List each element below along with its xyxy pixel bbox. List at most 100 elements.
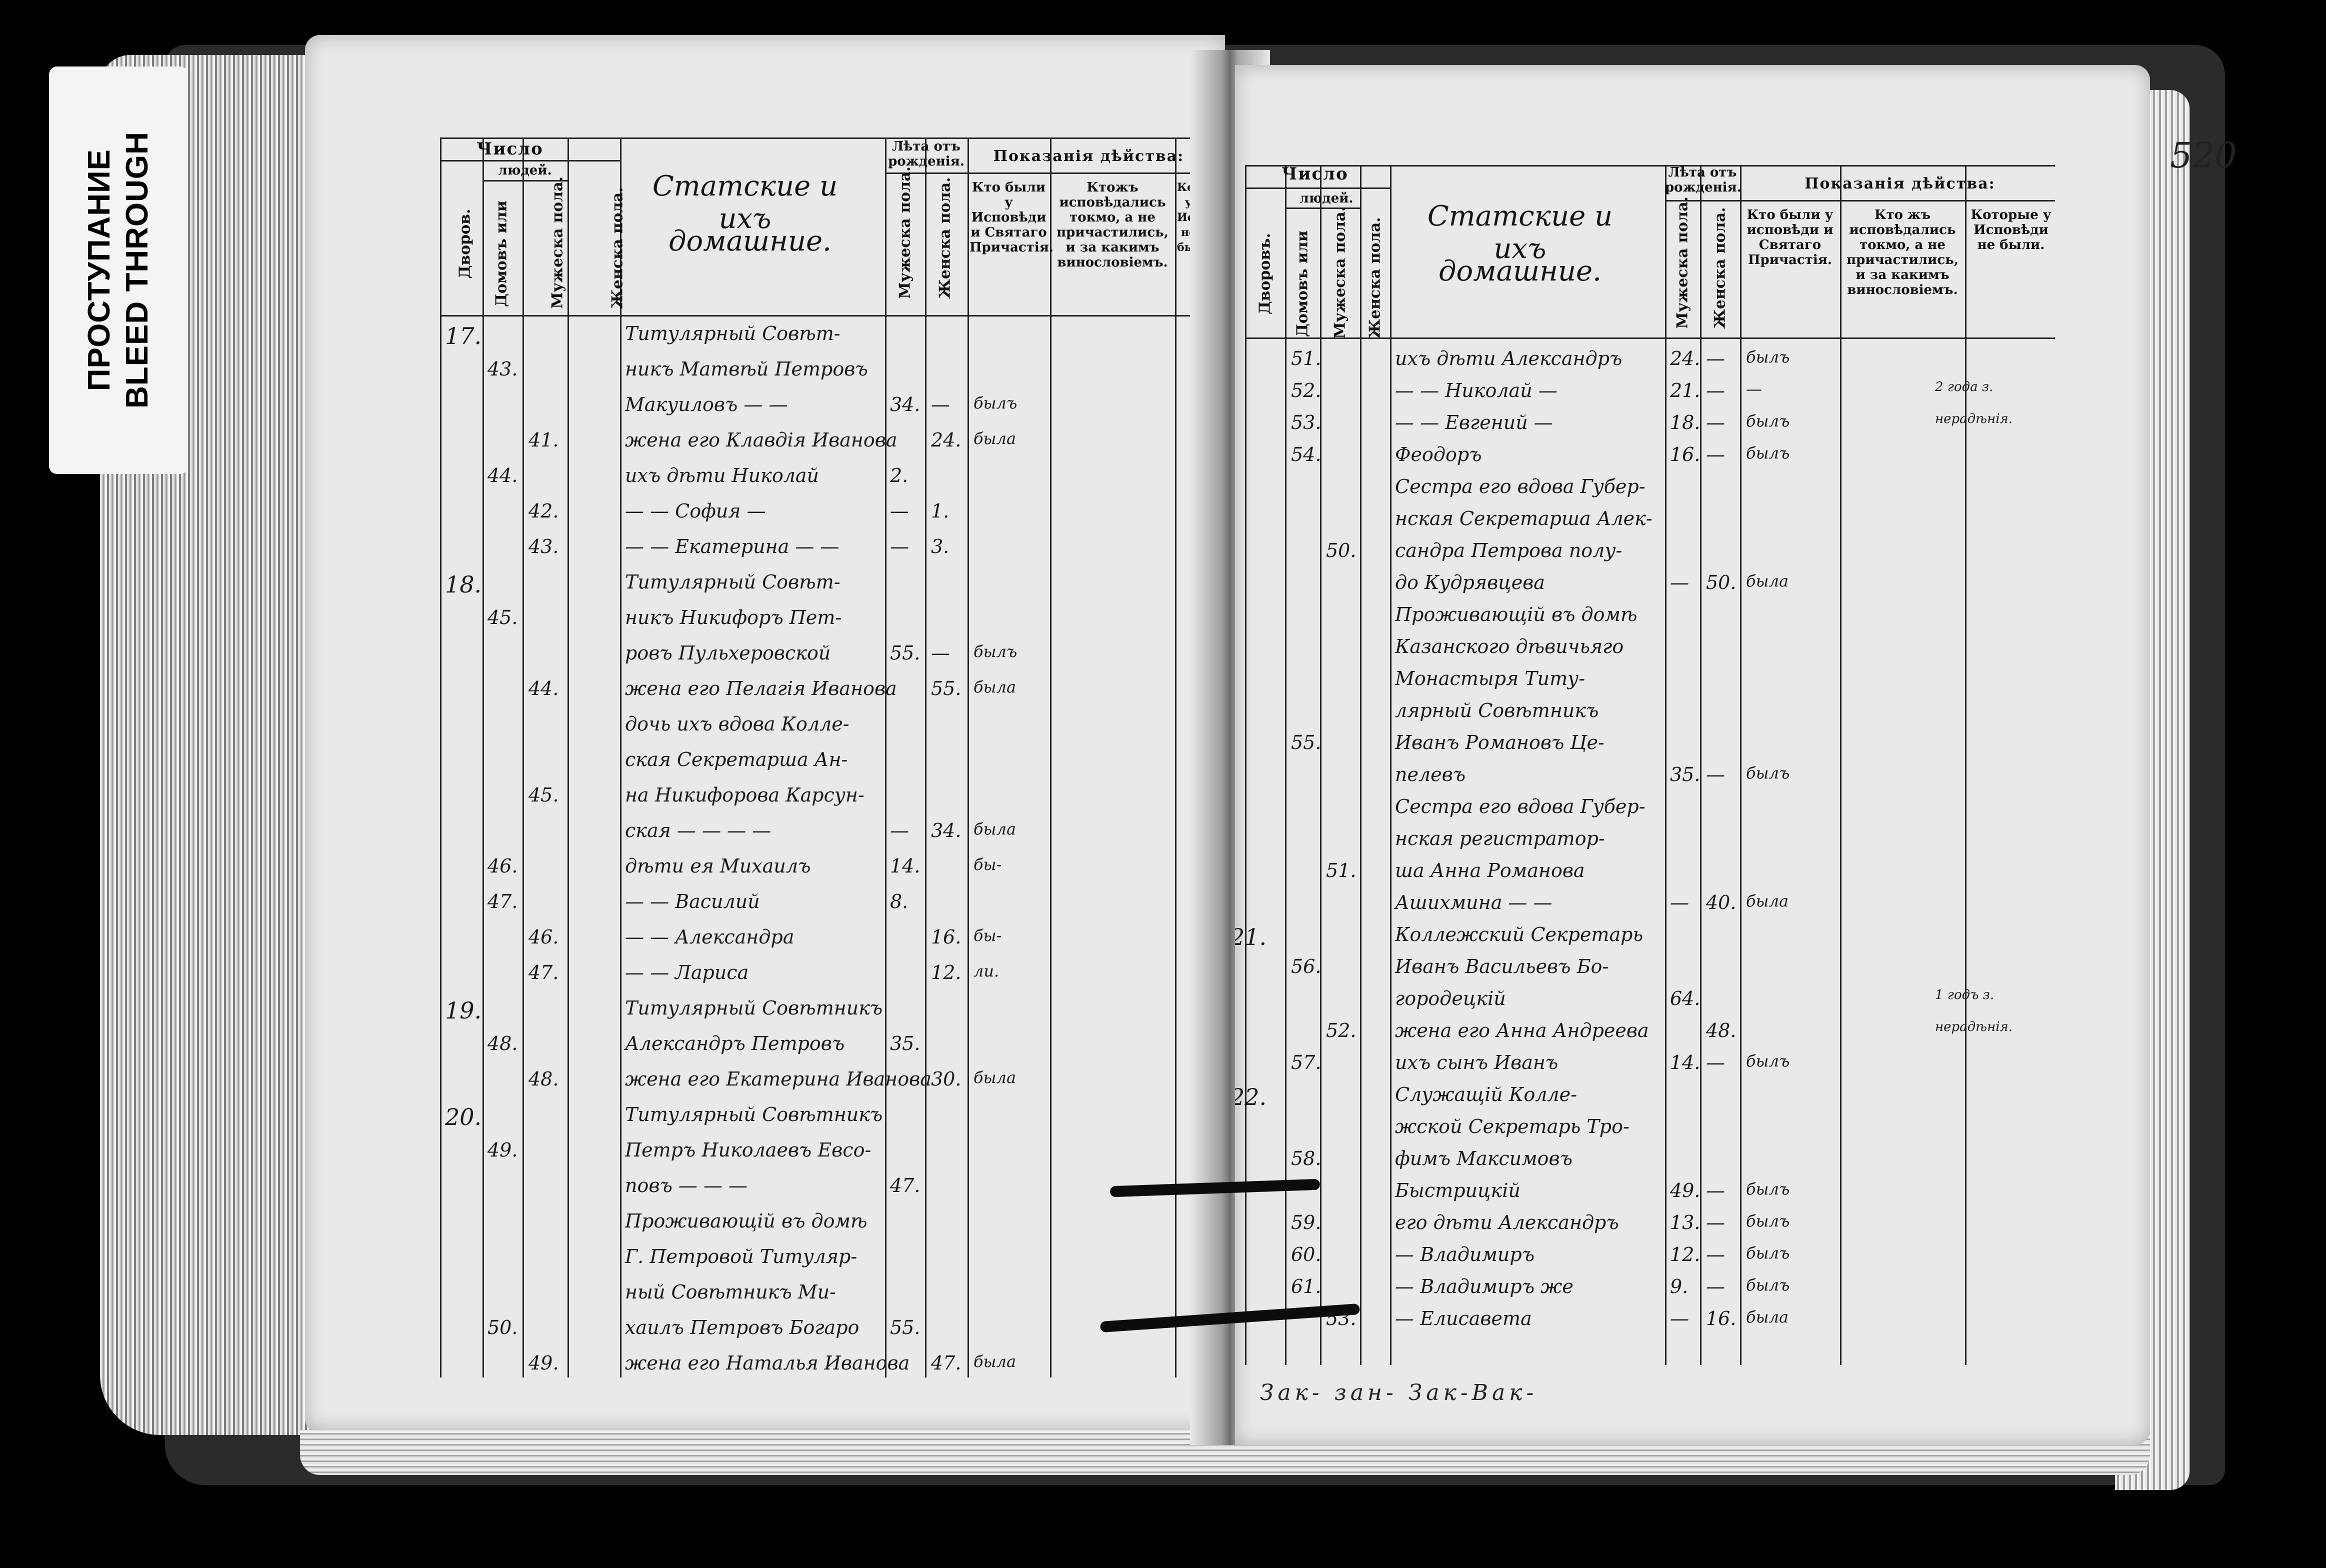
header-line	[885, 172, 1200, 174]
header-leta-zh: Женска пола.	[936, 177, 954, 299]
row-kto: была	[1746, 572, 1789, 590]
header-line	[1245, 188, 1390, 189]
row-name: — Елисавета	[1395, 1308, 1532, 1330]
row-leta-m: 14.	[890, 855, 920, 877]
row-name: Макуиловъ — —	[625, 394, 788, 416]
header-line	[1285, 208, 1360, 209]
row-name: до Кудрявцева	[1395, 572, 1545, 594]
header-zhen: Женска пола.	[1366, 217, 1384, 339]
header-line	[482, 180, 568, 182]
bleed-label-en: BLEED THROUGH	[120, 132, 154, 408]
header-kto: Кто были у Исповѣди и Святаго Причастія.	[970, 180, 1054, 255]
row-leta-zh: —	[1706, 1052, 1725, 1074]
header-subtitle: домашние.	[1438, 255, 1602, 288]
row-dom: 60.	[1291, 1244, 1322, 1266]
table-column-line	[1245, 165, 1246, 1365]
row-leta-zh: —	[1706, 444, 1725, 466]
row-name: жена его Наталья Иванова	[625, 1352, 910, 1374]
row-name: Казанского дѣвичьяго	[1395, 636, 1624, 658]
row-name: никъ Никифоръ Пет-	[625, 606, 842, 628]
row-leta-m: 34.	[890, 394, 920, 416]
header-kto: Кто были у исповѣди и Святаго Причастія.	[1746, 208, 1834, 268]
row-leta-zh: 16.	[931, 926, 962, 948]
row-name: Сестра его вдова Губер-	[1395, 476, 1646, 498]
table-column-line	[1740, 165, 1742, 1365]
table-column-line	[1965, 165, 1966, 1365]
header-pokaz: Показанія дѣйства:	[993, 148, 1184, 165]
row-name: — Владимиръ же	[1395, 1276, 1574, 1298]
row-name: никъ Матвѣй Петровъ	[625, 358, 868, 380]
row-dvor: 19.	[445, 997, 482, 1024]
row-dvor: 18.	[445, 571, 482, 598]
row-leta-m: —	[890, 820, 909, 842]
row-leta-m: 55.	[890, 642, 920, 664]
row-name: Титулярный Совѣт-	[625, 571, 840, 593]
row-dvor: 22.	[1235, 1084, 1267, 1110]
row-name: жена его Пелагія Иванова	[625, 678, 897, 700]
row-kto: былъ	[974, 642, 1018, 661]
row-name: ровъ Пульхеровской	[625, 642, 831, 664]
table-column-line	[568, 138, 569, 1378]
row-name: нская регистратор-	[1395, 828, 1605, 850]
row-leta-zh: 34.	[931, 820, 962, 842]
row-kto: была	[974, 820, 1016, 838]
table-column-line	[1050, 138, 1052, 1378]
row-name: Феодоръ	[1395, 444, 1482, 466]
row-kto: былъ	[1746, 1052, 1790, 1070]
header-zhen: Женска пола.	[608, 187, 626, 309]
header-bottom-line	[1245, 338, 2055, 339]
row-dom: 56.	[1291, 956, 1322, 978]
row-kto: бы-	[974, 926, 1002, 945]
header-line	[1665, 200, 2055, 202]
row-leta-m: 8.	[890, 890, 908, 912]
row-leta-m: 55.	[890, 1316, 920, 1338]
table-column-line	[440, 138, 442, 1378]
row-leta-m: —	[1670, 1308, 1689, 1330]
header-domov: Домовъ или	[1294, 230, 1312, 337]
row-name: фимъ Максимовъ	[1395, 1148, 1572, 1170]
row-name: жена его Клавдія Иванова	[625, 429, 898, 451]
table-column-line	[1840, 165, 1842, 1365]
row-name: на Никифорова Карсун-	[625, 784, 864, 806]
row-dom: 51.	[1291, 348, 1322, 370]
row-kto: —	[1746, 380, 1762, 398]
row-leta-m: 24.	[1670, 348, 1700, 370]
row-kto: была	[974, 429, 1016, 448]
row-name: дѣти ея Михаилъ	[625, 855, 811, 877]
row-leta-m: 2.	[890, 464, 908, 486]
table-column-line	[885, 138, 886, 1378]
row-leta-m: —	[1670, 572, 1689, 594]
header-top-line	[440, 138, 1200, 139]
row-name: — — Екатерина — —	[625, 536, 840, 558]
row-name: — — Лариса	[625, 962, 749, 984]
header-line	[440, 160, 620, 162]
row-leta-zh: —	[1706, 1244, 1725, 1266]
row-name: его дѣти Александръ	[1395, 1212, 1619, 1234]
header-leta: Лѣта отъ рожденія.	[888, 139, 964, 169]
row-dom: 59.	[1291, 1212, 1322, 1234]
row-name: — — Александра	[625, 926, 794, 948]
row-name: Титулярный Совѣтникъ	[625, 1104, 883, 1126]
row-dom: 54.	[1291, 444, 1322, 466]
row-leta-zh: 55.	[931, 678, 962, 700]
row-kto: была	[974, 678, 1016, 696]
row-leta-zh: —	[1706, 1180, 1725, 1202]
row-muzh: 42.	[528, 500, 559, 522]
row-leta-zh: 12.	[931, 962, 962, 984]
table-column-line	[522, 138, 524, 1378]
row-kto: былъ	[1746, 348, 1790, 366]
header-chislo: Число	[476, 139, 544, 159]
table-column-line	[1175, 138, 1176, 1378]
header-ktozh: Кто жъ исповѣдались токмо, а не причасти…	[1846, 208, 1958, 298]
row-name: Г. Петровой Титуляр-	[625, 1246, 858, 1268]
row-zhen: 51.	[1326, 860, 1356, 882]
row-dom: 57.	[1291, 1052, 1322, 1074]
row-name: Служащій Колле-	[1395, 1084, 1577, 1106]
header-leta-zh: Женска пола.	[1711, 207, 1729, 329]
row-leta-m: 21.	[1670, 380, 1700, 402]
table-column-line	[1320, 165, 1322, 1365]
row-name: жена его Екатерина Иванова	[625, 1068, 932, 1090]
header-subtitle: домашние.	[668, 225, 832, 258]
row-name: Иванъ Романовъ Це-	[1395, 732, 1604, 754]
row-muzh: 47.	[528, 962, 559, 984]
